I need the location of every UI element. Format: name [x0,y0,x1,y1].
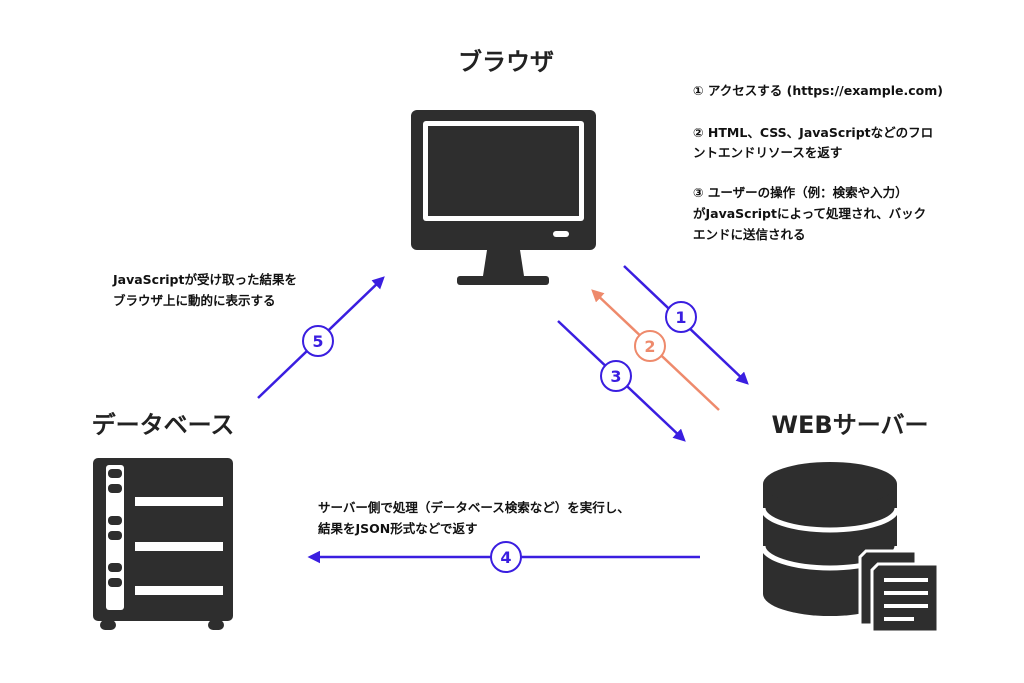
step-4-caption-line-2: 結果をJSON形式などで返す [318,521,478,536]
step-5-caption-line-1: JavaScriptが受け取った結果を [112,272,297,287]
step-3-caption-line-2: がJavaScriptによって処理され、バック [693,206,926,221]
step-2-badge-label: 2 [644,337,655,356]
step-3-badge: 3 [600,360,632,392]
step-4-caption-line-1: サーバー側で処理（データベース検索など）を実行し、 [318,500,630,515]
browser-title: ブラウザ [458,48,554,76]
step-5-badge: 5 [302,325,334,357]
server-title: WEBサーバー [772,411,929,439]
step-5-caption-line-2: ブラウザ上に動的に表示する [113,293,276,308]
step-3-caption-line-1: ③ ユーザーの操作（例：検索や入力） [693,185,908,200]
database-title: データベース [92,411,235,439]
step-3-badge-label: 3 [610,367,621,386]
step-1-badge-label: 1 [675,308,686,327]
step-4-badge: 4 [490,541,522,573]
step-2-badge: 2 [634,330,666,362]
step-2-caption-line-2: ントエンドリソースを返す [693,145,842,160]
step-5-badge-label: 5 [312,332,323,351]
step-4-badge-label: 4 [500,548,511,567]
step-1-badge: 1 [665,301,697,333]
step-2-caption-line-1: ② HTML、CSS、JavaScriptなどのフロ [693,125,933,140]
monitor-icon [411,110,596,285]
server-rack-icon [93,458,233,630]
database-server-icon [760,462,940,634]
step-3-caption-line-3: エンドに送信される [693,227,806,242]
step-1-caption: ① アクセスする (https://example.com) [693,83,943,98]
